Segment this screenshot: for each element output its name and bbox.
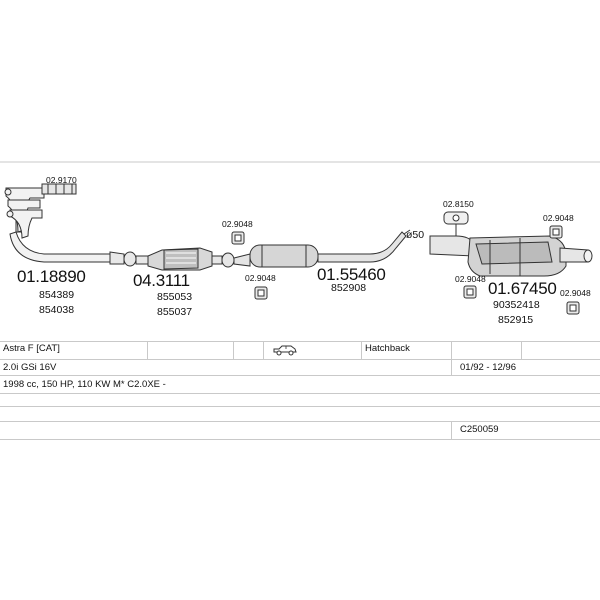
hanger-code-2: 02.9048 <box>245 273 276 283</box>
rear-ref1: 90352418 <box>493 299 540 311</box>
middle-ref1: 852908 <box>331 282 367 294</box>
specs-cell: 1998 cc, 150 HP, 110 KW M* C2.0XE - <box>3 379 166 390</box>
hanger-code-3: 02.9048 <box>543 213 574 223</box>
clamp-code: 02.8150 <box>443 199 474 209</box>
manifold-ref1: 854389 <box>39 289 75 301</box>
hanger-icons <box>231 225 580 315</box>
catalyst-part <box>147 247 235 271</box>
manifold-code: 01.18890 <box>17 267 86 286</box>
gasket-code: 02.9170 <box>46 175 77 185</box>
car-icon <box>273 345 297 356</box>
middle-code: 01.55460 <box>317 265 386 284</box>
flange-connector <box>109 251 151 267</box>
middle-muffler-part <box>233 231 407 268</box>
engine-cell: 2.0i GSi 16V <box>3 362 57 373</box>
hanger-code-5: 02.9048 <box>560 288 591 298</box>
pipe-diameter: ø50 <box>406 229 425 241</box>
rear-code: 01.67450 <box>488 279 557 298</box>
catalyst-code: 04.3111 <box>133 271 190 290</box>
clamp-part <box>443 211 469 236</box>
rear-ref2: 852915 <box>498 314 534 326</box>
code-cell: C250059 <box>460 424 499 435</box>
hanger-code-4: 02.9048 <box>455 274 486 284</box>
catalyst-ref2: 855037 <box>157 306 193 318</box>
manifold-part <box>4 183 111 263</box>
catalyst-ref1: 855053 <box>157 291 193 303</box>
manifold-ref2: 854038 <box>39 304 75 316</box>
years-cell: 01/92 - 12/96 <box>460 362 516 373</box>
rear-muffler-part <box>429 235 593 277</box>
hanger-code-1: 02.9048 <box>222 219 253 229</box>
model-cell: Astra F [CAT] <box>3 343 60 354</box>
body-cell: Hatchback <box>365 343 410 354</box>
